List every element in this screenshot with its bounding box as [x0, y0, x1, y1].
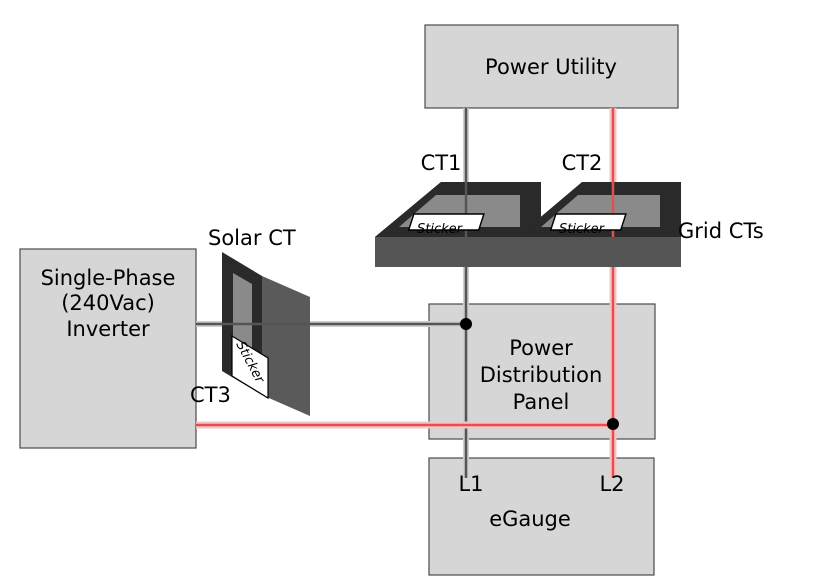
ct3-label: CT3 — [190, 383, 231, 407]
power-utility-box — [424, 24, 679, 109]
ct2-label: CT2 — [562, 151, 603, 175]
grid-cts-label: Grid CTs — [678, 219, 764, 243]
l1-label: L1 — [458, 472, 483, 496]
ct1-sticker-text: Sticker — [417, 222, 464, 237]
inverter-label-line-1: Single-Phase — [41, 266, 176, 290]
l1-junction-dot — [460, 318, 472, 330]
panel-label-line-3: Panel — [513, 390, 570, 414]
inverter-label-line-3: Inverter — [66, 317, 150, 341]
panel-label-line-2: Distribution — [480, 363, 603, 387]
egauge-label: eGauge — [489, 507, 571, 531]
solar-ct-label: Solar CT — [208, 226, 296, 250]
l2-label: L2 — [599, 472, 624, 496]
l2-junction-dot — [607, 418, 619, 430]
ct3-solar-current-transformer: Sticker — [222, 252, 310, 416]
ct2-sticker-text: Sticker — [559, 222, 606, 237]
ct1-current-transformer: Sticker — [375, 182, 541, 267]
ct2-current-transformer: Sticker — [517, 182, 681, 267]
power-utility-label: Power Utility — [485, 55, 617, 79]
inverter-box — [19, 248, 197, 449]
inverter-label-line-2: (240Vac) — [61, 291, 155, 315]
panel-label-line-1: Power — [509, 336, 573, 360]
ct1-label: CT1 — [421, 151, 462, 175]
